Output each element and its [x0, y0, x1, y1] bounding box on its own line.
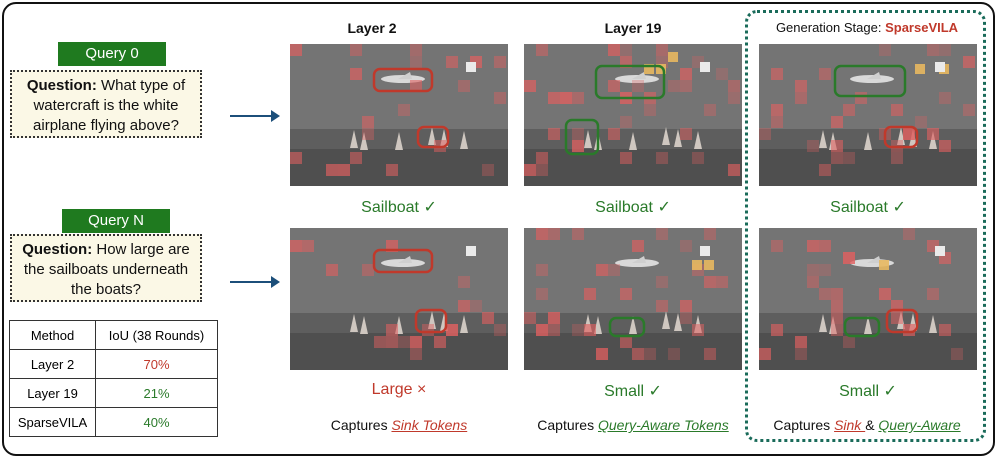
caption-layer-2: Captures Sink Tokens — [290, 417, 508, 433]
check-icon: ✓ — [423, 199, 437, 216]
iou-cell: 70% — [95, 349, 218, 379]
result-label: Small ✓ — [524, 381, 742, 401]
query-n-badge: Query N — [62, 209, 170, 233]
attention-map-layer2-queryn — [290, 228, 508, 370]
method-cell: Layer 19 — [9, 378, 96, 408]
result-text: Sailboat — [595, 199, 653, 216]
check-icon: ✓ — [657, 199, 671, 216]
attention-map-sparsevila-query0 — [759, 44, 977, 186]
table-header: Method — [9, 320, 96, 350]
table-row: Layer 2 70% — [9, 349, 218, 379]
table-row: Layer 19 21% — [9, 378, 218, 408]
scene-image — [524, 44, 742, 186]
scene-image — [290, 228, 508, 370]
method-cell: SparseVILA — [9, 407, 96, 437]
check-icon: ✓ — [883, 383, 897, 400]
table-row: SparseVILA 40% — [9, 407, 218, 437]
table-header: IoU (38 Rounds) — [95, 320, 218, 350]
result-label: Sailboat ✓ — [290, 197, 508, 217]
result-text: Sailboat — [830, 199, 888, 216]
column-title-layer-2: Layer 2 — [347, 20, 397, 36]
result-label: Sailboat ✓ — [759, 197, 977, 217]
check-icon: ✓ — [892, 199, 906, 216]
generation-stage-label: Generation Stage: — [775, 20, 886, 35]
question-text: What type of watercraft is the white air… — [33, 77, 186, 134]
sparsevila-label: SparseVILA — [885, 20, 959, 35]
arrow-right-icon — [230, 276, 280, 288]
scene-image — [290, 44, 508, 186]
query-0-badge: Query 0 — [58, 42, 166, 66]
check-icon: ✓ — [648, 383, 662, 400]
caption-layer-19: Captures Query-Aware Tokens — [514, 417, 752, 433]
column-title-layer-19: Layer 19 — [604, 20, 662, 36]
caption-prefix: Captures — [537, 417, 598, 433]
iou-cell: 21% — [95, 378, 218, 408]
sink-link: Sink — [834, 417, 866, 433]
result-label: Large × — [290, 381, 508, 399]
caption-prefix: Captures — [773, 417, 835, 433]
query-aware-tokens-link: Query-Aware Tokens — [597, 417, 729, 433]
arrow-right-icon — [230, 110, 280, 122]
table-header-row: Method IoU (38 Rounds) — [9, 320, 218, 350]
attention-map-layer2-query0 — [290, 44, 508, 186]
scene-image — [759, 44, 977, 186]
question-label: Question: — [26, 77, 97, 94]
result-label: Small ✓ — [759, 381, 977, 401]
iou-table: Method IoU (38 Rounds) Layer 2 70% Layer… — [9, 320, 218, 437]
scene-image — [759, 228, 977, 370]
question-label: Question: — [22, 241, 93, 258]
generation-stage-box — [745, 10, 986, 442]
caption-sparsevila: Captures Sink & Query-Aware — [752, 417, 982, 433]
result-text: Small — [604, 383, 645, 400]
query-aware-link: Query-Aware — [878, 417, 961, 433]
result-text: Large — [371, 381, 413, 398]
scene-image — [524, 228, 742, 370]
caption-prefix: Captures — [330, 417, 392, 433]
attention-map-layer19-queryn — [524, 228, 742, 370]
result-label: Sailboat ✓ — [524, 197, 742, 217]
iou-cell: 40% — [95, 407, 218, 437]
query-0-question-box: Question: What type of watercraft is the… — [10, 70, 202, 138]
sink-tokens-link: Sink Tokens — [391, 417, 468, 433]
attention-map-layer19-query0 — [524, 44, 742, 186]
question-text: How large are the sailboats underneath t… — [23, 241, 190, 298]
method-cell: Layer 2 — [9, 349, 96, 379]
result-text: Sailboat — [361, 199, 419, 216]
attention-map-sparsevila-queryn — [759, 228, 977, 370]
column-title-generation-stage: Generation Stage: SparseVILA — [752, 20, 982, 35]
query-n-question-box: Question: How large are the sailboats un… — [10, 234, 202, 302]
cross-icon: × — [417, 381, 427, 398]
result-text: Small — [839, 383, 880, 400]
caption-ampersand: & — [865, 417, 879, 433]
